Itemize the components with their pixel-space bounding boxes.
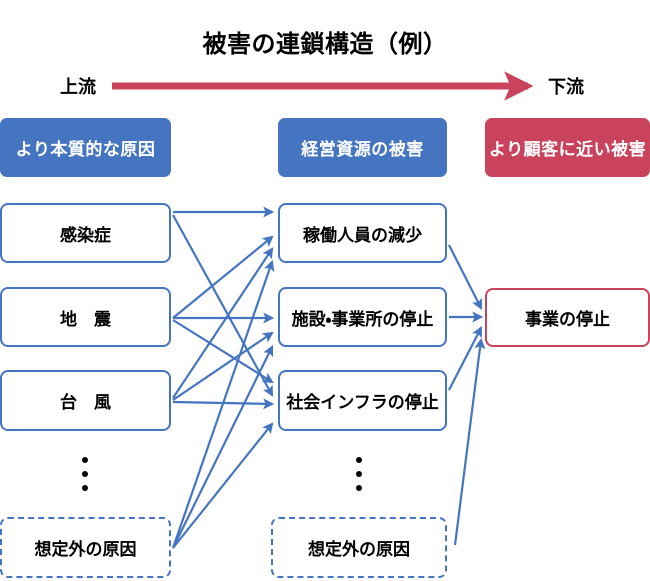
flow-label-downstream: 下流	[548, 77, 584, 97]
link-souteigai-mid-jigyo	[453, 337, 486, 546]
node-cause-unexpected: 想定外の原因	[0, 517, 171, 578]
ellipsis-dot	[82, 485, 88, 491]
link-kansensho-infra	[172, 214, 274, 397]
ellipsis-dot	[82, 457, 88, 463]
ellipsis-causes	[82, 457, 88, 491]
node-cause-typhoon: 台 風	[0, 370, 171, 431]
header-pill-resource-damage: 経営資源の被害	[278, 118, 447, 177]
ellipsis-dot	[356, 485, 362, 491]
link-souteigai-infra	[172, 422, 274, 549]
node-resource-facility-shutdown: 施設・事業所の停止	[278, 287, 447, 347]
ellipsis-dot	[356, 471, 362, 477]
page-title: 被害の連鎖構造（例）	[202, 31, 448, 58]
node-cause-infection: 感染症	[0, 203, 171, 263]
node-resource-unexpected: 想定外の原因	[271, 517, 447, 578]
link-jishin-kado	[172, 235, 274, 319]
link-taifu-kado	[172, 247, 274, 399]
link-souteigai-shisetsu	[172, 345, 274, 549]
ellipsis-dot	[82, 471, 88, 477]
link-souteigai-kado	[171, 259, 275, 549]
ellipsis-resources	[356, 457, 362, 491]
link-taifu-shisetsu	[172, 331, 274, 401]
header-pill-root-causes: より本質的な原因	[0, 118, 171, 177]
header-pill-customer-damage: より顧客に近い被害	[485, 118, 650, 177]
flow-label-upstream: 上流	[60, 77, 96, 97]
node-resource-workforce-reduction: 稼働人員の減少	[278, 203, 447, 263]
ellipsis-dot	[356, 457, 362, 463]
link-kado-jigyo	[448, 244, 482, 310]
node-outcome-business-suspension: 事業の停止	[485, 288, 650, 347]
node-cause-earthquake: 地 震	[0, 287, 171, 347]
link-infra-jigyo	[448, 326, 483, 391]
link-taifu-infra	[172, 398, 275, 410]
link-jishin-infra	[172, 319, 274, 384]
node-resource-infrastructure-shutdown: 社会インフラの停止	[278, 370, 447, 431]
